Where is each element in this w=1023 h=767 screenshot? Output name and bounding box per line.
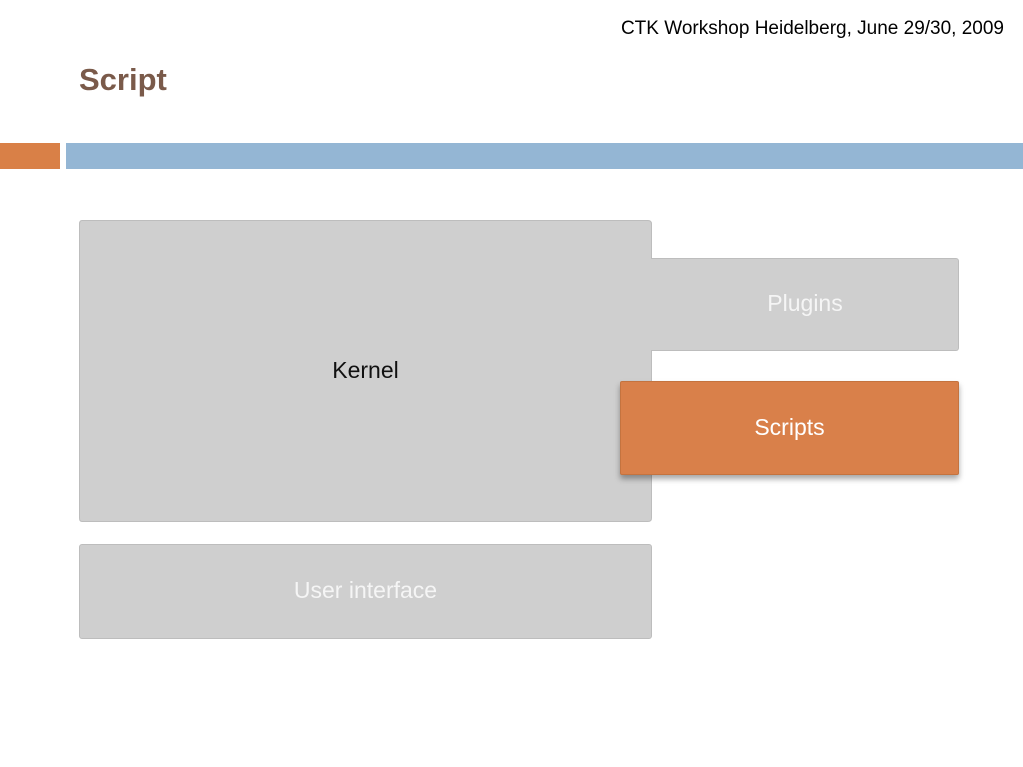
plugins-label: Plugins xyxy=(767,290,843,316)
accent-bar-orange xyxy=(0,143,60,169)
kernel-label: Kernel xyxy=(332,357,399,383)
header-note: CTK Workshop Heidelberg, June 29/30, 200… xyxy=(620,18,1004,39)
scripts-block xyxy=(620,381,959,475)
user-interface-block xyxy=(79,544,652,639)
scripts-label: Scripts xyxy=(754,414,825,440)
slide-title: Script xyxy=(79,62,167,97)
plugins-block xyxy=(651,258,959,351)
kernel-block xyxy=(79,220,652,522)
accent-bar-blue xyxy=(66,143,1023,169)
user-interface-label: User interface xyxy=(293,577,438,603)
